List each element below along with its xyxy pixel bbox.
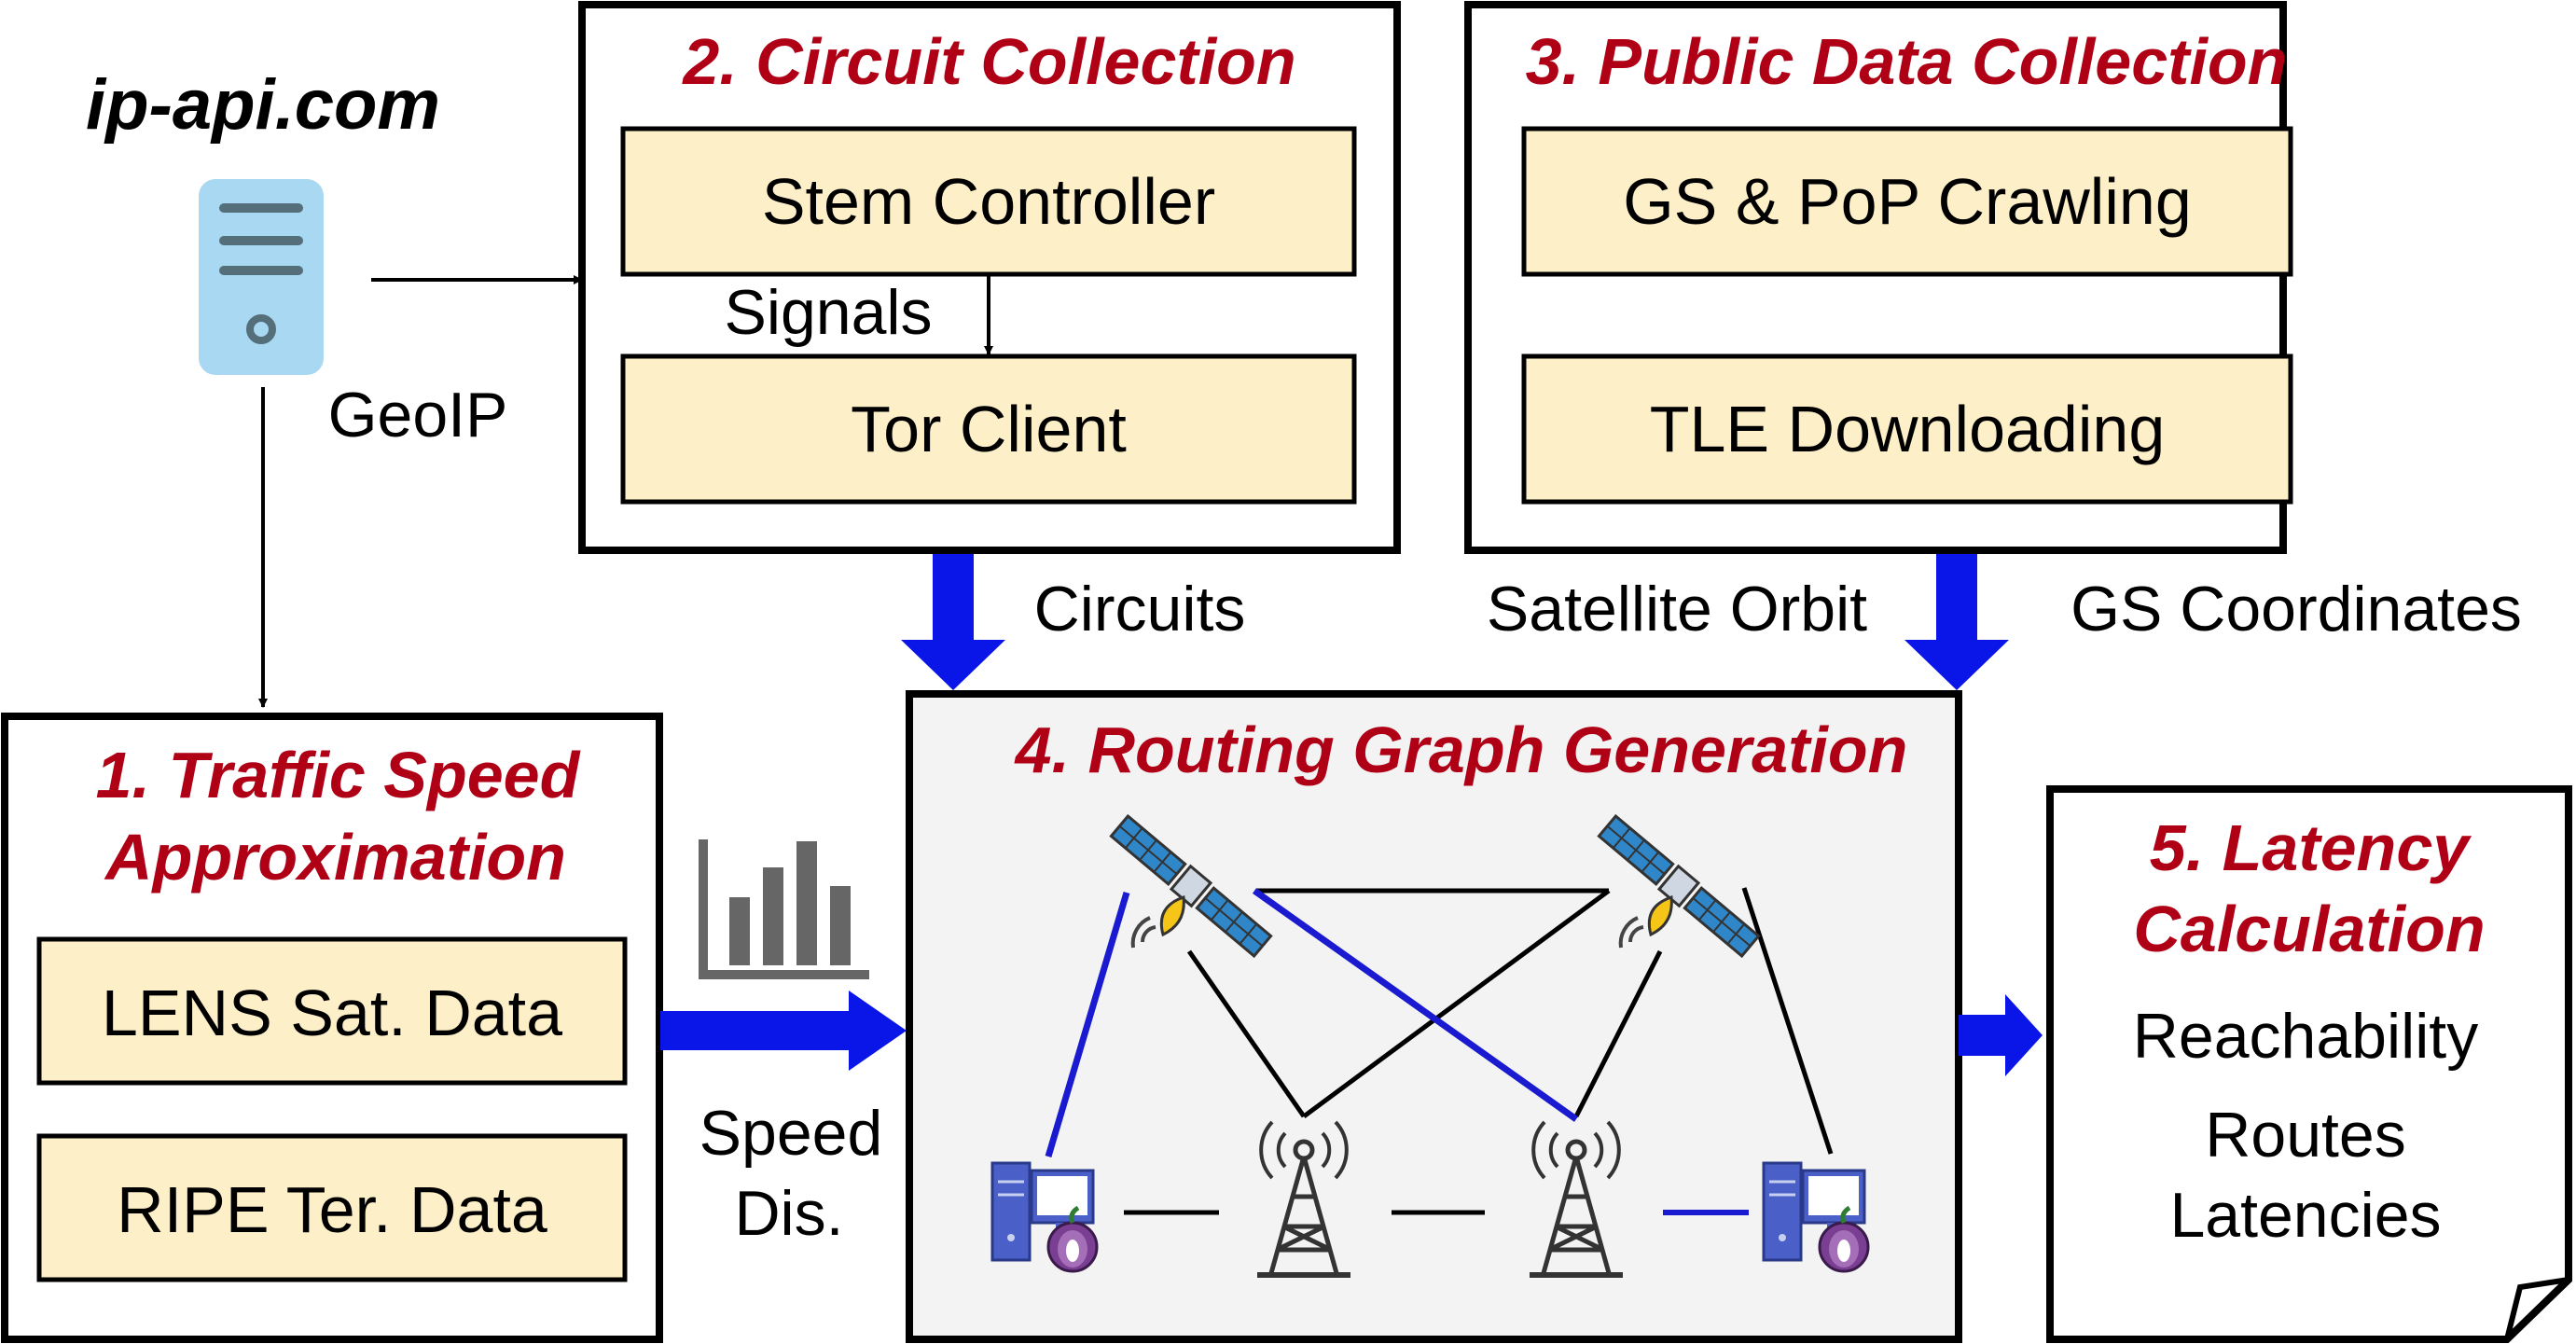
gs-pop-crawling-label: GS & PoP Crawling	[1623, 165, 2192, 238]
gs-pop-crawling-box	[1521, 126, 2293, 277]
latency-item-routes: Routes	[2205, 1100, 2405, 1171]
lens-sat-data-label: LENS Sat. Data	[102, 977, 562, 1049]
bar-chart-icon	[699, 839, 869, 979]
tor-client-label: Tor Client	[851, 393, 1127, 465]
signals-label: Signals	[724, 277, 932, 348]
satellite-orbit-label: Satellite Orbit	[1487, 574, 1867, 644]
server-icon	[199, 179, 324, 375]
public-data-arrow	[1904, 554, 2009, 690]
latency-title-line2: Calculation	[2133, 893, 2485, 965]
latency-item-latencies: Latencies	[2169, 1180, 2441, 1251]
ripe-ter-data-box	[36, 1133, 628, 1282]
speed-dis-arrow	[660, 991, 907, 1071]
speed-dis-label-line2: Dis.	[734, 1178, 843, 1249]
latency-calculation-box	[2046, 785, 2572, 1343]
tle-downloading-label: TLE Downloading	[1650, 393, 2166, 465]
circuits-arrow	[901, 554, 1005, 690]
public-data-collection-title: 3. Public Data Collection	[1526, 25, 2288, 98]
speed-dis-label-line1: Speed	[699, 1098, 883, 1169]
lens-sat-data-box	[36, 936, 628, 1086]
traffic-speed-title-line2: Approximation	[104, 821, 566, 894]
tle-downloading-box	[1521, 353, 2293, 505]
circuit-collection-title: 2. Circuit Collection	[681, 25, 1295, 98]
gs-coordinates-label: GS Coordinates	[2070, 574, 2522, 644]
routing-graph-title: 4. Routing Graph Generation	[1014, 714, 1908, 786]
circuits-label: Circuits	[1034, 574, 1246, 644]
tor-client-box	[620, 353, 1357, 505]
source-name: ip-api.com	[86, 65, 440, 145]
ripe-ter-data-label: RIPE Ter. Data	[117, 1173, 547, 1246]
stem-controller-label: Stem Controller	[762, 165, 1215, 238]
geoip-label: GeoIP	[328, 380, 508, 450]
latency-item-reachability: Reachability	[2133, 1001, 2478, 1072]
latency-title-line1: 5. Latency	[2150, 811, 2472, 884]
traffic-speed-title-line1: 1. Traffic Speed	[96, 739, 581, 811]
page-fold	[2504, 1277, 2569, 1340]
latency-arrow	[1959, 994, 2043, 1076]
graph-edges	[1045, 887, 1834, 1215]
